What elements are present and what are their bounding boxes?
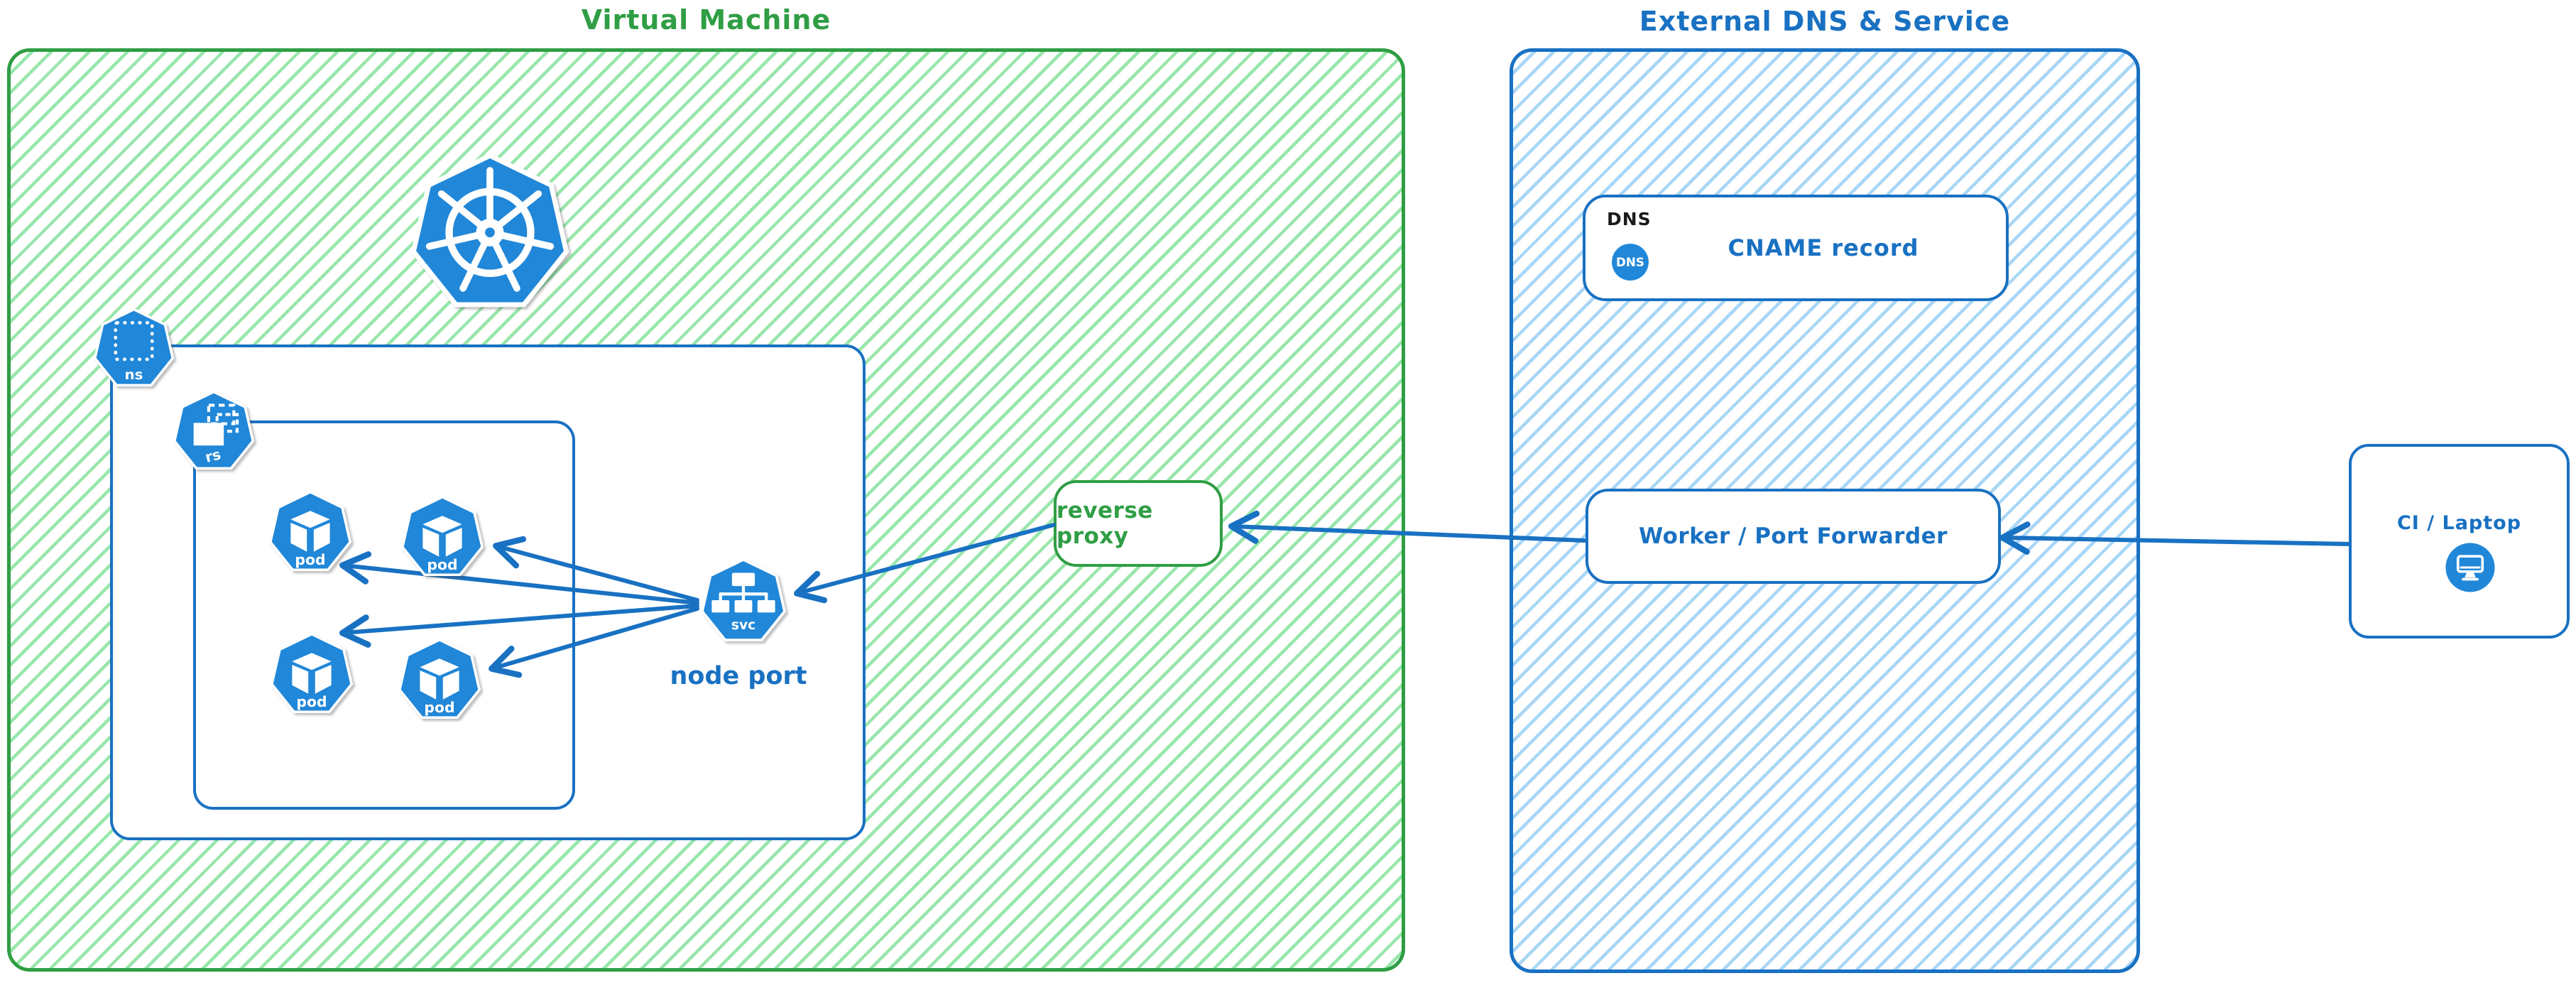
monitor-icon — [2445, 543, 2495, 592]
worker-port-forwarder-label: Worker / Port Forwarder — [1639, 523, 1948, 549]
namespace-label: ns — [125, 366, 143, 383]
pod-label: pod — [295, 551, 325, 568]
pod-label: pod — [427, 556, 457, 573]
virtual-machine-title: Virtual Machine — [581, 4, 831, 36]
dns-record-node: DNS DNS CNAME record — [1583, 195, 2009, 301]
node-port-caption: node port — [670, 662, 807, 690]
namespace-icon: ns — [93, 308, 175, 387]
service-label: svc — [731, 618, 755, 633]
pod-label: pod — [424, 699, 454, 716]
replicaset-icon: rs — [173, 390, 255, 470]
ci-laptop-label: CI / Laptop — [2396, 512, 2522, 534]
pod-icon: pod — [400, 495, 484, 577]
service-icon: svc — [700, 558, 787, 641]
pod-icon: pod — [398, 638, 481, 719]
pod-icon: pod — [270, 632, 354, 714]
dns-badge-icon: DNS — [1612, 244, 1649, 281]
reverse-proxy-node: reverse proxy — [1054, 480, 1223, 567]
ci-laptop-node: CI / Laptop — [2349, 444, 2570, 639]
pod-label: pod — [296, 693, 327, 710]
external-dns-title: External DNS & Service — [1639, 6, 2011, 37]
replicaset-box — [193, 420, 575, 810]
dns-badge-label: DNS — [1616, 255, 1644, 269]
dns-tag-label: DNS — [1607, 209, 1652, 229]
worker-port-forwarder-node: Worker / Port Forwarder — [1586, 489, 2001, 584]
cname-record-label: CNAME record — [1728, 234, 1919, 261]
kubernetes-logo-icon — [410, 153, 569, 308]
pod-icon: pod — [268, 490, 352, 572]
reverse-proxy-label: reverse proxy — [1057, 498, 1153, 549]
